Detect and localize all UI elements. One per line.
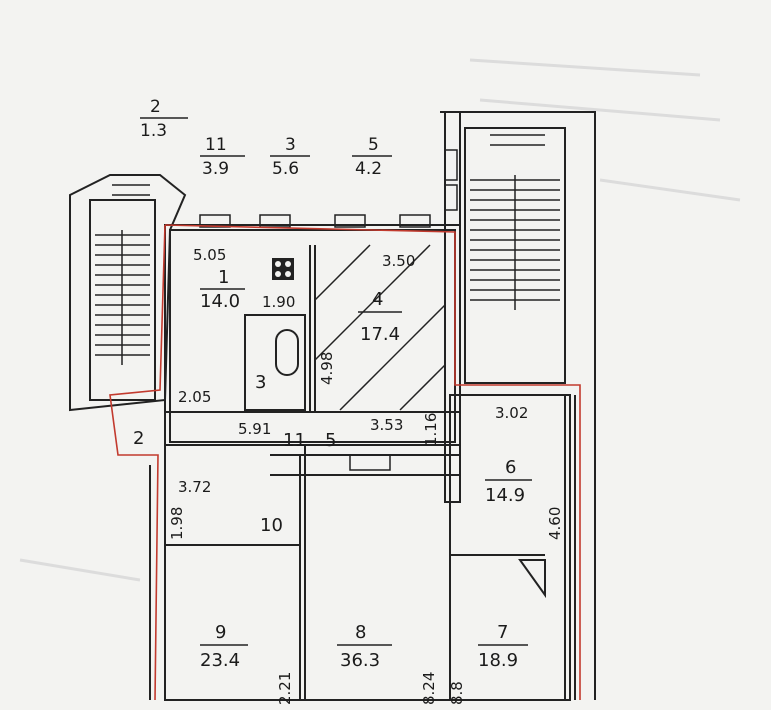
- right-staircase: [470, 134, 560, 310]
- dimension-label: 1.98: [168, 507, 186, 540]
- outside-label-area: 4.2: [355, 159, 382, 179]
- dimension-label: 3.72: [178, 478, 211, 496]
- outside-label-number: 3: [285, 135, 296, 155]
- dimension-label: 3.02: [495, 404, 528, 422]
- room-number: 8: [355, 622, 366, 643]
- room-area: 17.4: [360, 324, 400, 345]
- room-number: 2: [133, 428, 144, 449]
- stove-icon: [272, 258, 294, 280]
- room-number: 6: [505, 457, 516, 478]
- dimension-label: 3.53: [370, 416, 403, 434]
- dimension-label: 1.16: [422, 413, 440, 446]
- dimension-label: 4.60: [546, 507, 564, 540]
- outside-label-number: 11: [205, 135, 227, 155]
- dimension-label: 3.50: [382, 252, 415, 270]
- dimension-label: 4.98: [318, 352, 336, 385]
- room-number: 4: [372, 289, 383, 310]
- background-print: [19, 58, 741, 582]
- hatched-room-4: [314, 244, 446, 411]
- dimension-label: 8.24: [420, 672, 438, 705]
- dimension-label: 8.8: [448, 681, 466, 705]
- dimension-label: 5.91: [238, 420, 271, 438]
- room-number: 5: [325, 430, 336, 451]
- left-staircase: [95, 184, 150, 365]
- dimension-label: 2.05: [178, 388, 211, 406]
- dimension-label: 2.21: [276, 672, 294, 705]
- apartment-boundary-line: [109, 224, 581, 701]
- room-area: 14.9: [485, 485, 525, 506]
- outside-label-number: 2: [150, 97, 161, 117]
- dimension-label: 5.05: [193, 246, 226, 264]
- outside-label-area: 3.9: [202, 159, 229, 179]
- room-number: 9: [215, 622, 226, 643]
- room-area: 18.9: [478, 650, 518, 671]
- outside-label-area: 1.3: [140, 121, 167, 141]
- windows: [199, 149, 458, 471]
- room-number: 10: [260, 515, 283, 536]
- room-number: 11: [283, 430, 306, 451]
- room-area: 36.3: [340, 650, 380, 671]
- room-number: 7: [497, 622, 508, 643]
- room-area: 14.0: [200, 291, 240, 312]
- room-area: 23.4: [200, 650, 240, 671]
- room-number: 1: [218, 267, 229, 288]
- walls: [69, 111, 596, 701]
- dimension-label: 1.90: [262, 293, 295, 311]
- outside-label-number: 5: [368, 135, 379, 155]
- room-number: 3: [255, 372, 266, 393]
- outside-label-area: 5.6: [272, 159, 299, 179]
